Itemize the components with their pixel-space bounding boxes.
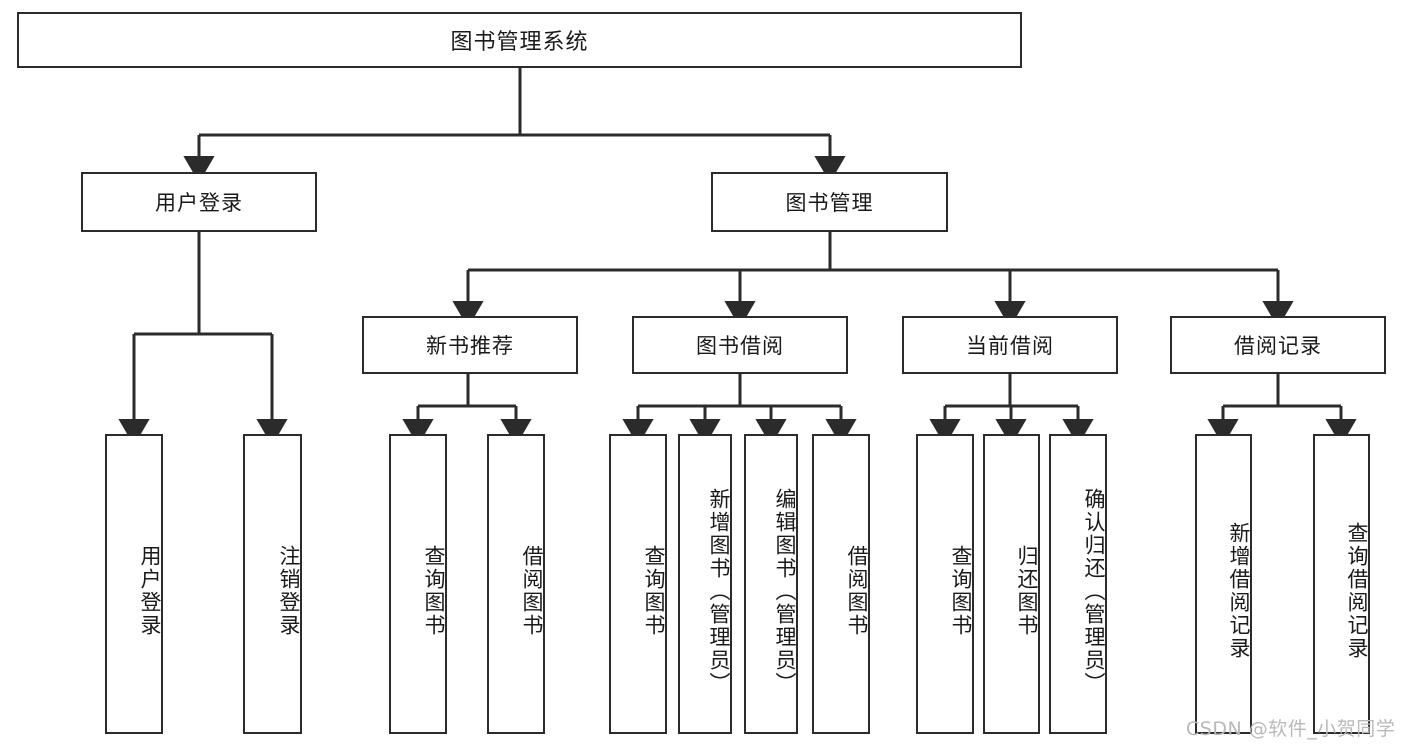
node-label: 查询借阅记录 [1345, 522, 1369, 660]
node-label: 借阅图书 [520, 545, 544, 637]
node-label: 图书借阅 [696, 334, 784, 358]
node-label: 当前借阅 [966, 334, 1054, 358]
node-label: 新增图书（管理员） [707, 487, 731, 695]
node-label: 图书管理系统 [450, 30, 589, 55]
node-book-management[interactable]: 图书管理 [711, 172, 948, 232]
node-label: 查询图书 [642, 545, 666, 637]
node-borrow-record[interactable]: 借阅记录 [1170, 316, 1386, 374]
leaf-borrow-book[interactable]: 借阅图书 [812, 434, 870, 734]
node-label: 查询图书 [949, 545, 973, 637]
node-label: 新书推荐 [426, 334, 514, 358]
leaf-query-borrow-record[interactable]: 查询借阅记录 [1313, 434, 1370, 734]
node-label: 借阅图书 [845, 545, 869, 637]
leaf-query-book-recommend[interactable]: 查询图书 [389, 434, 447, 734]
node-label: 图书管理 [785, 191, 874, 215]
node-book-borrow[interactable]: 图书借阅 [632, 316, 848, 374]
watermark: CSDN @软件_小贺同学 [1186, 718, 1396, 740]
leaf-borrow-book-recommend[interactable]: 借阅图书 [487, 434, 545, 734]
node-user-login[interactable]: 用户登录 [81, 172, 317, 232]
leaf-query-book-current[interactable]: 查询图书 [916, 434, 974, 734]
node-label: 用户登录 [155, 191, 243, 215]
leaf-query-book-borrow[interactable]: 查询图书 [609, 434, 667, 734]
node-label: 编辑图书（管理员） [773, 487, 797, 695]
node-new-book-recommend[interactable]: 新书推荐 [362, 316, 578, 374]
leaf-add-book-admin[interactable]: 新增图书（管理员） [678, 434, 732, 734]
node-label: 借阅记录 [1234, 334, 1322, 358]
node-label: 新增借阅记录 [1227, 522, 1251, 660]
node-label: 用户登录 [138, 545, 162, 637]
node-current-borrow[interactable]: 当前借阅 [902, 316, 1118, 374]
node-label: 查询图书 [422, 545, 446, 637]
node-label: 确认归还（管理员） [1082, 487, 1106, 695]
leaf-user-login[interactable]: 用户登录 [105, 434, 163, 734]
node-root-library-management-system[interactable]: 图书管理系统 [17, 12, 1022, 68]
leaf-add-borrow-record[interactable]: 新增借阅记录 [1195, 434, 1252, 734]
leaf-return-book[interactable]: 归还图书 [983, 434, 1040, 734]
leaf-confirm-return-admin[interactable]: 确认归还（管理员） [1049, 434, 1107, 734]
leaf-logout-login[interactable]: 注销登录 [243, 434, 302, 734]
node-label: 归还图书 [1015, 545, 1039, 637]
leaf-edit-book-admin[interactable]: 编辑图书（管理员） [744, 434, 798, 734]
node-label: 注销登录 [277, 545, 301, 637]
